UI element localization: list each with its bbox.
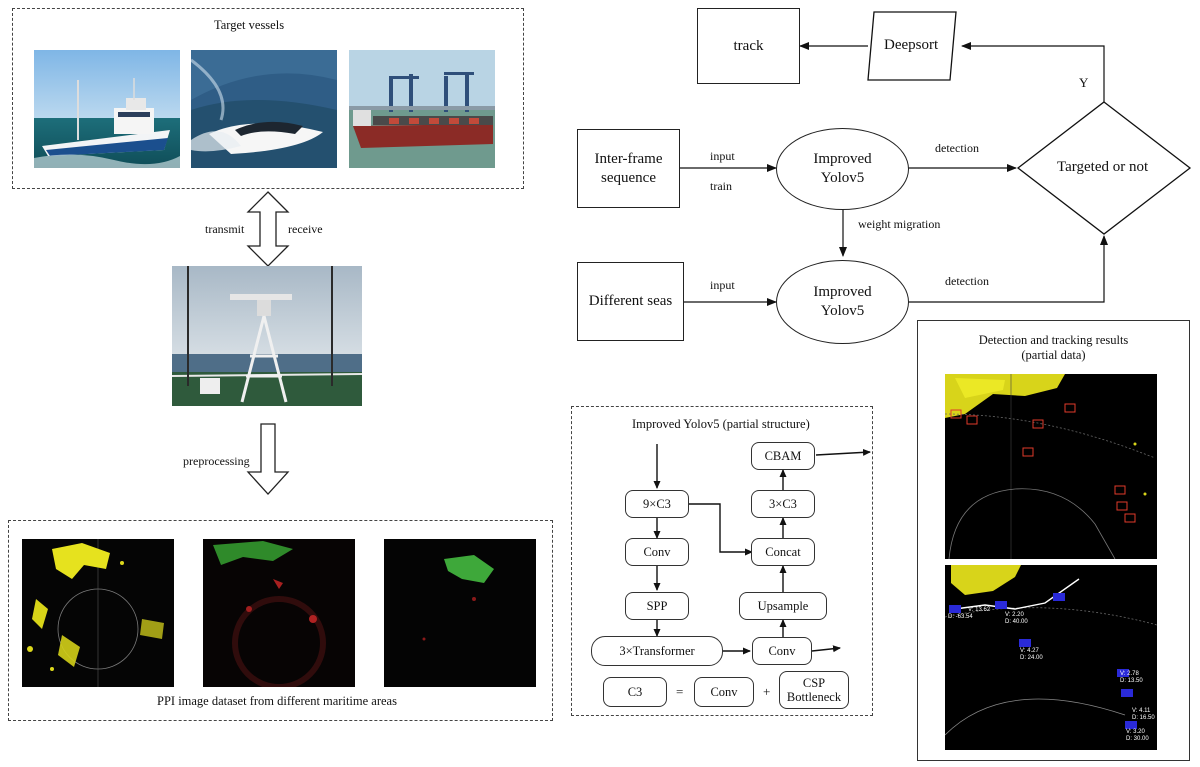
concat-block: Concat xyxy=(751,538,815,566)
conv-label-a: Conv xyxy=(643,545,671,559)
preprocessing-label: preprocessing xyxy=(183,454,250,468)
radar-antenna-photo xyxy=(172,266,362,406)
target-vessels-title: Target vessels xyxy=(214,18,285,32)
spp-label: SPP xyxy=(646,599,668,613)
fishing-vessel-photo xyxy=(34,50,180,168)
conv-block-b: Conv xyxy=(752,637,812,665)
ppi-image-red-green xyxy=(203,539,355,687)
cbam-block: CBAM xyxy=(751,442,815,470)
track-box: track xyxy=(697,8,800,84)
track-label-v4: V: 2.78 xyxy=(1120,671,1139,677)
detection-result-image xyxy=(945,374,1157,559)
cargo-ship-photo xyxy=(349,50,495,168)
results-title-line1: Detection and tracking results xyxy=(978,333,1129,347)
ppi-image-yellow xyxy=(22,539,174,687)
train-label: train xyxy=(710,179,732,193)
track-label: track xyxy=(733,37,764,54)
conv-block-a: Conv xyxy=(625,538,689,566)
track-label-d6: D: 16.50 xyxy=(1132,715,1155,721)
transmit-label: transmit xyxy=(205,222,245,236)
legend-equals: = xyxy=(676,684,684,699)
results-panel xyxy=(917,320,1190,761)
cbam-label: CBAM xyxy=(764,449,802,463)
improved-yolov5-node-1: Improved Yolov5 xyxy=(776,128,909,210)
c3-9x-block: 9×C3 xyxy=(625,490,689,518)
track-label-d4: D: 13.50 xyxy=(1120,678,1143,684)
detection-label-1: detection xyxy=(935,141,979,155)
track-label-v5: V: 3.20 xyxy=(1126,729,1145,735)
ppi-image-green xyxy=(384,539,536,687)
legend-conv-block: Conv xyxy=(694,677,754,707)
inter-frame-sequence-box: Inter-frame sequence xyxy=(577,129,680,208)
c3-3x-label: 3×C3 xyxy=(769,497,797,511)
deepsort-label: Deepsort xyxy=(884,37,939,53)
track-label-d5: D: 30.00 xyxy=(1126,736,1149,742)
detection-label-2: detection xyxy=(945,274,989,288)
input-label-1: input xyxy=(710,149,735,163)
spp-block: SPP xyxy=(625,592,689,620)
yolov5-structure-panel xyxy=(571,406,873,716)
input-label-2: input xyxy=(710,278,735,292)
legend-csp-label: CSP Bottleneck xyxy=(786,676,842,704)
legend-plus: + xyxy=(763,684,771,699)
ppi-dataset-caption: PPI image dataset from different maritim… xyxy=(157,694,397,708)
yolov5-structure-title: Improved Yolov5 (partial structure) xyxy=(632,417,810,431)
weight-migration-label: weight migration xyxy=(858,217,941,231)
improved-yolov5-label-1: Improved Yolov5 xyxy=(813,151,872,186)
track-label-d1: D: -63.54 xyxy=(948,614,973,620)
legend-c3-block: C3 xyxy=(603,677,667,707)
conv-label-b: Conv xyxy=(768,644,796,658)
improved-yolov5-node-2: Improved Yolov5 xyxy=(776,260,909,344)
c3-3x-block: 3×C3 xyxy=(751,490,815,518)
ppi-dataset-panel xyxy=(8,520,553,721)
legend-c3-label: C3 xyxy=(627,685,643,699)
inter-frame-sequence-label: Inter-frame sequence xyxy=(594,150,663,186)
results-title-line2: (partial data) xyxy=(1021,348,1086,362)
track-label-v2: V: 2.20 xyxy=(1005,612,1024,618)
speed-yacht-photo xyxy=(191,50,337,168)
track-label-v6: V: 4.11 xyxy=(1132,708,1151,714)
different-seas-label: Different seas xyxy=(588,293,673,309)
target-vessels-panel xyxy=(12,8,524,189)
tracking-result-image xyxy=(945,565,1157,750)
track-label-d2: D: 40.00 xyxy=(1005,619,1028,625)
upsample-block: Upsample xyxy=(739,592,827,620)
c3-9x-label: 9×C3 xyxy=(643,497,671,511)
transformer-block: 3×Transformer xyxy=(591,636,723,666)
decision-label: Targeted or not xyxy=(1057,159,1149,175)
legend-conv-label: Conv xyxy=(710,685,738,699)
transformer-label: 3×Transformer xyxy=(619,644,695,658)
track-label-v1: V: 13.62 xyxy=(968,607,991,613)
concat-label: Concat xyxy=(765,545,801,559)
track-label-v3: V: 4.27 xyxy=(1020,648,1039,654)
improved-yolov5-label-2: Improved Yolov5 xyxy=(813,284,872,319)
receive-label: receive xyxy=(288,222,323,236)
y-label: Y xyxy=(1079,75,1089,90)
different-seas-box: Different seas xyxy=(577,262,684,341)
legend-csp-block: CSP Bottleneck xyxy=(779,671,849,709)
track-label-d3: D: 24.00 xyxy=(1020,655,1043,661)
upsample-label: Upsample xyxy=(757,599,809,613)
